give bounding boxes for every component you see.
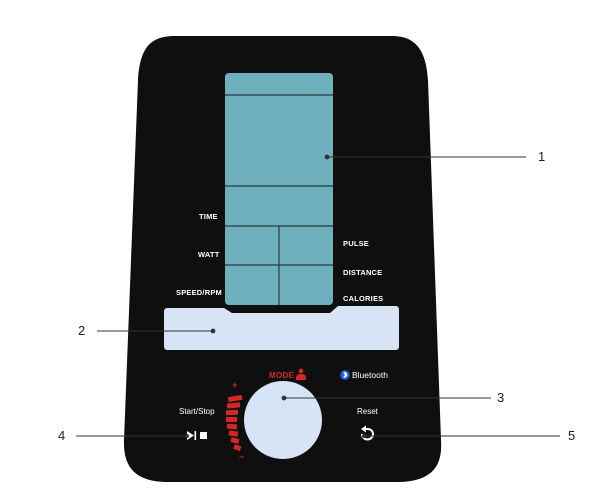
label-calories: CALORIES xyxy=(343,294,384,303)
label-watt: WATT xyxy=(198,250,220,259)
callout-1: 1 xyxy=(538,149,546,164)
reset-arrow-icon[interactable] xyxy=(361,425,375,441)
label-time: TIME xyxy=(199,212,218,221)
lcd-screen xyxy=(225,73,333,305)
label-pulse: PULSE xyxy=(343,239,370,248)
label-reset: Reset xyxy=(357,407,378,416)
person-icon xyxy=(296,368,306,380)
mode-knob[interactable] xyxy=(244,381,322,459)
play-pause-stop-icon[interactable] xyxy=(187,431,207,440)
label-mode: MODE xyxy=(269,371,295,380)
leader-lines xyxy=(76,156,560,437)
callout-4: 4 xyxy=(58,428,66,443)
leader-dots xyxy=(185,154,366,438)
callout-2: 2 xyxy=(78,323,86,338)
label-plus: + xyxy=(232,380,238,390)
callout-5: 5 xyxy=(568,428,576,443)
display-strip xyxy=(164,306,399,350)
callout-3: 3 xyxy=(497,390,505,405)
lcd-divider-lines xyxy=(225,94,333,305)
label-bluetooth: Bluetooth xyxy=(352,370,388,380)
label-distance: DISTANCE xyxy=(343,268,383,277)
label-start-stop: Start/Stop xyxy=(179,407,215,416)
resistance-level-bar xyxy=(225,394,243,452)
bluetooth-icon xyxy=(340,370,350,380)
label-speed-rpm: SPEED/RPM xyxy=(176,288,222,297)
label-minus: − xyxy=(239,452,245,462)
